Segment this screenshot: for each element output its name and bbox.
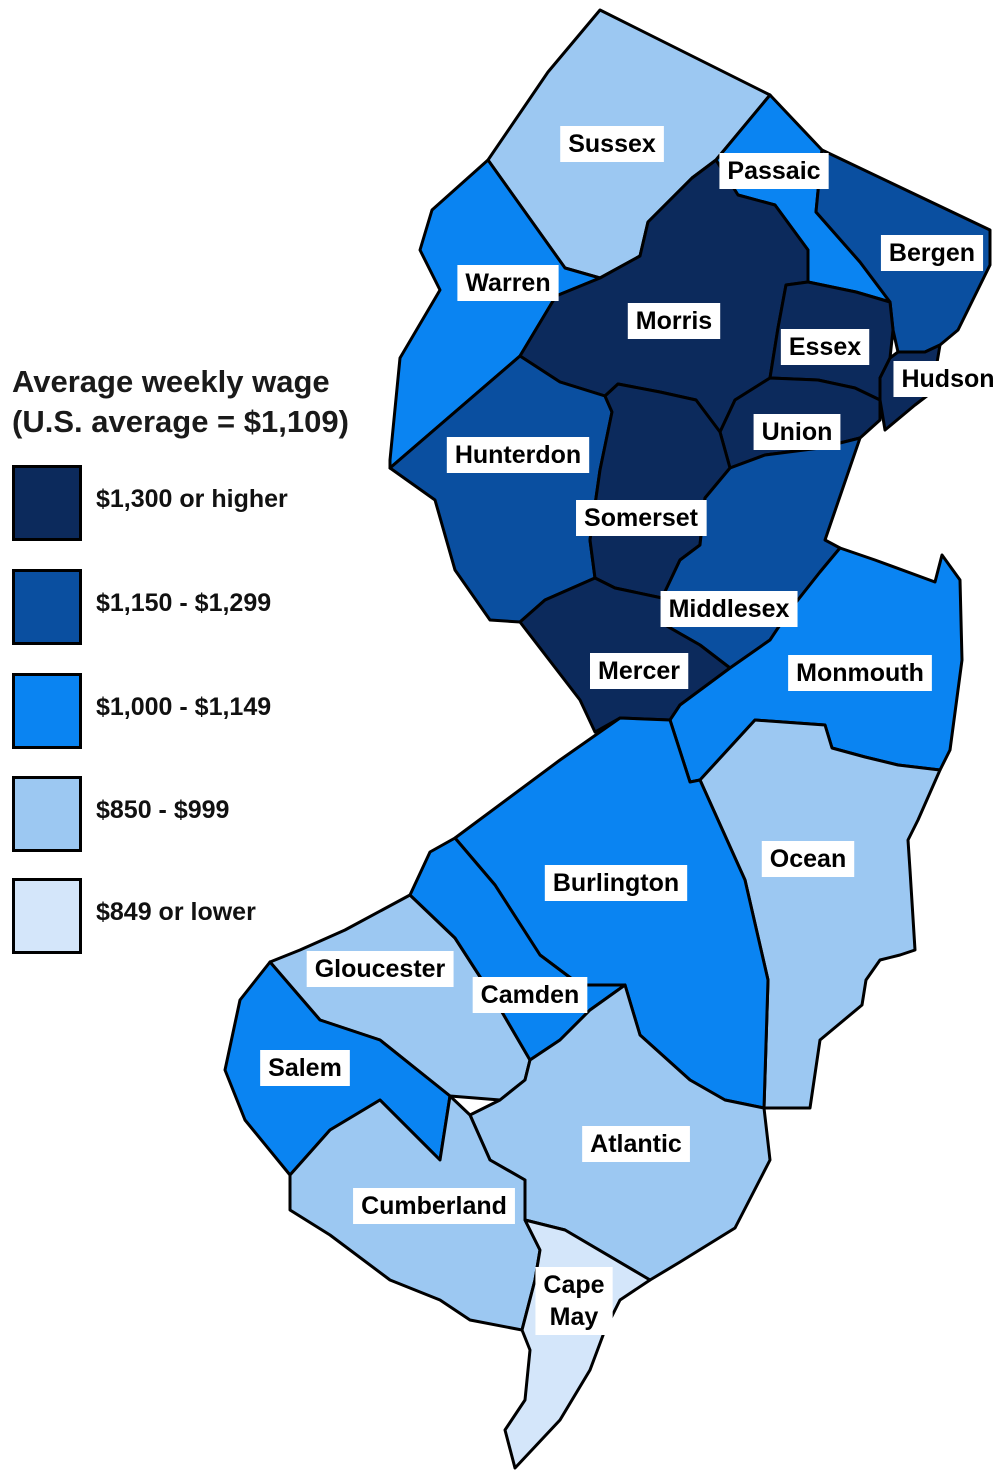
legend-label: $849 or lower	[96, 898, 256, 926]
label-background	[544, 865, 688, 901]
label-background	[627, 303, 721, 339]
legend-label: $850 - $999	[96, 796, 230, 824]
legend-label: $1,000 - $1,149	[96, 693, 272, 721]
county-label-sussex: Sussex	[560, 126, 664, 162]
legend-item-1000-1149: $1,000 - $1,149	[12, 673, 342, 753]
county-label-mercer: Mercer	[590, 653, 689, 689]
label-background	[582, 1126, 690, 1162]
label-background	[753, 414, 841, 450]
county-label-text: Camden	[481, 981, 580, 1009]
county-label-text: Bergen	[889, 239, 975, 267]
county-label-hunterdon: Hunterdon	[446, 437, 590, 473]
county-label-text: Cumberland	[361, 1192, 507, 1220]
label-background	[660, 591, 798, 627]
county-label-cumberland: Cumberland	[353, 1188, 515, 1224]
label-background	[893, 361, 1003, 397]
county-label-text: Union	[762, 418, 833, 446]
county-label-text: Morris	[636, 307, 712, 335]
label-background	[306, 951, 454, 987]
county-label-middlesex: Middlesex	[660, 591, 798, 627]
label-background	[780, 329, 870, 365]
legend-item-1150-1299: $1,150 - $1,299	[12, 569, 342, 649]
label-background	[719, 153, 829, 189]
county-ocean	[698, 718, 942, 1110]
county-label-text: Burlington	[553, 869, 679, 897]
label-background	[761, 841, 855, 877]
legend-swatch	[12, 776, 82, 852]
label-background	[560, 126, 664, 162]
county-label-text: Ocean	[770, 845, 846, 873]
legend-title-line-1: Average weekly wage	[12, 364, 330, 399]
county-label-text: Somerset	[584, 504, 699, 532]
county-label-text: Warren	[465, 269, 550, 297]
legend-swatch	[12, 569, 82, 645]
county-label-text: Sussex	[568, 130, 656, 158]
county-label-passaic: Passaic	[719, 153, 829, 189]
county-label-text: Atlantic	[590, 1130, 682, 1158]
county-label-burlington: Burlington	[544, 865, 688, 901]
county-label-ocean: Ocean	[761, 841, 855, 877]
label-background	[446, 437, 590, 473]
county-label-hudson: Hudson	[893, 361, 1003, 397]
label-background	[880, 235, 984, 271]
county-label-text: Middlesex	[669, 595, 790, 623]
county-warren	[388, 158, 602, 470]
county-label-text: Salem	[268, 1054, 342, 1082]
county-label-text: Passaic	[727, 157, 820, 185]
county-label-essex: Essex	[780, 329, 870, 365]
legend-label: $1,300 or higher	[96, 485, 288, 513]
county-label-text: Hudson	[901, 365, 994, 393]
county-label-gloucester: Gloucester	[306, 951, 454, 987]
county-label-union: Union	[753, 414, 841, 450]
county-label-text: Mercer	[598, 657, 680, 685]
county-label-atlantic: Atlantic	[582, 1126, 690, 1162]
label-background	[535, 1267, 613, 1335]
legend-title: Average weekly wage (U.S. average = $1,1…	[12, 362, 349, 442]
county-label-warren: Warren	[457, 265, 559, 301]
label-background	[353, 1188, 515, 1224]
county-label-text: Essex	[789, 333, 861, 361]
legend-item-850-999: $850 - $999	[12, 776, 342, 856]
label-background	[457, 265, 559, 301]
label-background	[590, 653, 689, 689]
legend-title-line-2: (U.S. average = $1,109)	[12, 404, 349, 439]
legend-swatch	[12, 878, 82, 954]
legend-item-1300-or-higher: $1,300 or higher	[12, 465, 342, 545]
county-label-text: Monmouth	[796, 659, 924, 687]
county-label-bergen: Bergen	[880, 235, 984, 271]
county-label-salem: Salem	[260, 1050, 350, 1086]
county-label-monmouth: Monmouth	[788, 655, 932, 691]
county-label-morris: Morris	[627, 303, 721, 339]
county-label-text: Gloucester	[315, 955, 446, 983]
label-background	[260, 1050, 350, 1086]
label-background	[472, 977, 588, 1013]
label-background	[576, 500, 707, 536]
legend-item-849-or-lower: $849 or lower	[12, 878, 342, 958]
legend-label: $1,150 - $1,299	[96, 589, 272, 617]
county-label-somerset: Somerset	[576, 500, 707, 536]
county-label-camden: Camden	[472, 977, 588, 1013]
legend-swatch	[12, 465, 82, 541]
county-label-text: Hunterdon	[455, 441, 581, 469]
label-background	[788, 655, 932, 691]
legend-swatch	[12, 673, 82, 749]
